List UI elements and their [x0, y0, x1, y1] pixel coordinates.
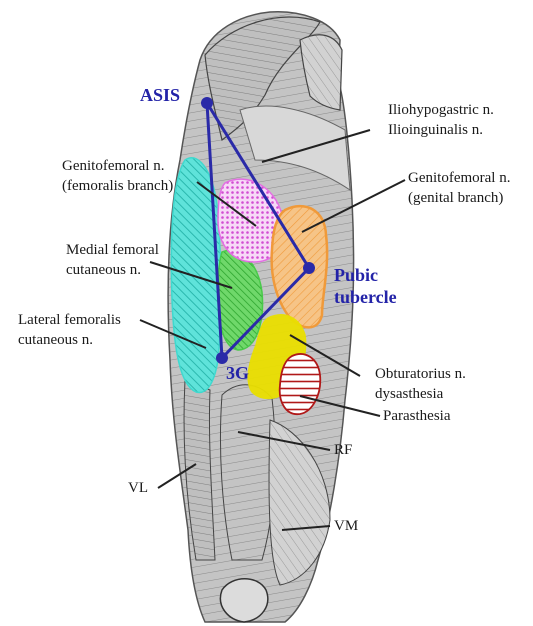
medial-femoral-label: Medial femoral cutaneous n.	[66, 240, 159, 280]
lateral-femoralis-label: Lateral femoralis cutaneous n.	[18, 310, 121, 350]
parasthesia-label: Parasthesia	[383, 408, 450, 425]
pubic-tubercle-point	[303, 262, 315, 274]
genitofemoral-femoral-label: Genitofemoral n. (femoralis branch)	[62, 156, 173, 196]
vm-label: VM	[334, 518, 358, 535]
vl-label: VL	[128, 480, 148, 497]
rf-label: RF	[334, 442, 352, 459]
rectus-femoris	[220, 385, 275, 560]
pubic-tubercle-label: Pubic tubercle	[334, 264, 397, 308]
asis-point	[201, 97, 213, 109]
three-g-label: 3G	[226, 362, 249, 384]
genitofemoral-genital-label: Genitofemoral n. (genital branch)	[408, 168, 510, 208]
ilio-label: Iliohypogastric n. Ilioinguinalis n.	[388, 100, 494, 140]
obturatorius-label: Obturatorius n. dysasthesia	[375, 364, 466, 404]
asis-label: ASIS	[140, 84, 180, 106]
